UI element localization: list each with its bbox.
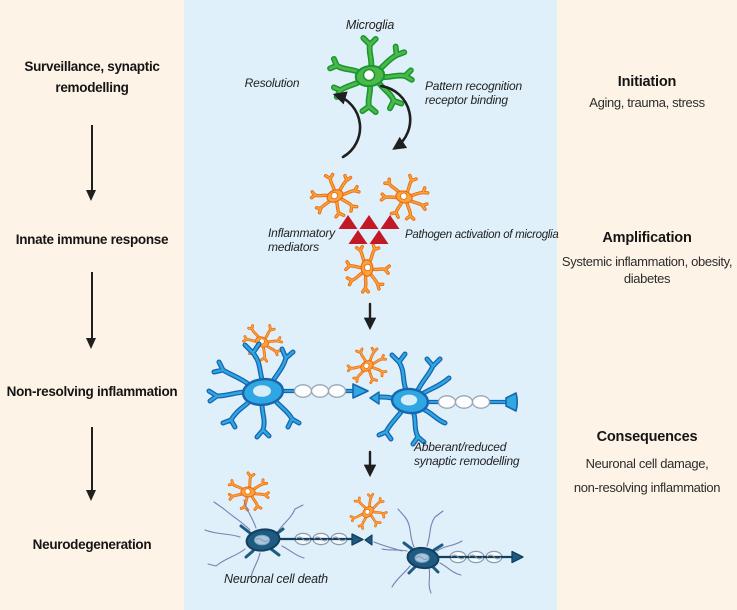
flow-arrow-left-3 — [85, 427, 97, 501]
section-initiation: Initiation Aging, trauma, stress — [557, 74, 737, 110]
section-title: Amplification — [602, 230, 692, 246]
activated-microglia-cell — [344, 243, 391, 295]
section-amplification: Amplification Systemic inflammation, obe… — [557, 230, 737, 287]
section-description: diabetes — [623, 271, 671, 286]
microglia-label: Microglia — [345, 18, 395, 32]
section-title: Consequences — [596, 429, 698, 445]
section-description: Systemic inflammation, obesity, — [561, 254, 733, 269]
inflammatory-mediator-triangles — [338, 215, 400, 244]
inflammatory-mediators-label: Inflammatory mediators — [268, 226, 335, 254]
flow-arrow-left-2 — [85, 272, 97, 349]
activated-microglia-cell — [374, 167, 436, 227]
section-consequences: Consequences Neuronal cell damage, non-r… — [557, 429, 737, 500]
activated-microglia-cell — [225, 470, 272, 514]
section-title: Initiation — [617, 74, 677, 90]
neuronal-cell-death-label: Neuronal cell death — [224, 572, 328, 586]
activated-microglia-cell — [342, 341, 393, 390]
right-background-panel — [557, 0, 737, 610]
receptor-binding-label: Pattern recognition receptor binding — [425, 79, 522, 107]
dying-neuron-1 — [204, 499, 403, 579]
stage-neurodegeneration: Neurodegeneration — [32, 537, 152, 552]
activated-microglia-cell — [236, 316, 289, 368]
stage-innate-immune: Innate immune response — [15, 232, 169, 247]
healthy-neuron-2 — [369, 351, 519, 447]
section-description: Aging, trauma, stress — [589, 95, 705, 110]
section-description: Neuronal cell damage, — [585, 456, 709, 471]
activated-microglia-cell — [306, 168, 364, 223]
pathogen-activation-label: Pathogen activation of microglia — [405, 229, 559, 241]
resting-microglia-cell — [330, 38, 412, 113]
activation-cycle-arrows — [332, 84, 412, 159]
stage-surveillance: Surveillance, synaptic remodelling — [24, 59, 160, 95]
healthy-neuron-1 — [206, 341, 369, 440]
dying-neuron-2 — [381, 508, 524, 594]
section-description: non-resolving inflammation — [573, 480, 721, 495]
aberrant-remodelling-label: Abberant/reduced synaptic remodelling — [414, 440, 520, 468]
flow-arrow-left-1 — [85, 125, 97, 201]
stage-non-resolving: Non-resolving inflammation — [6, 384, 178, 399]
activated-microglia-cell — [343, 487, 393, 536]
resolution-label: Resolution — [244, 76, 300, 90]
